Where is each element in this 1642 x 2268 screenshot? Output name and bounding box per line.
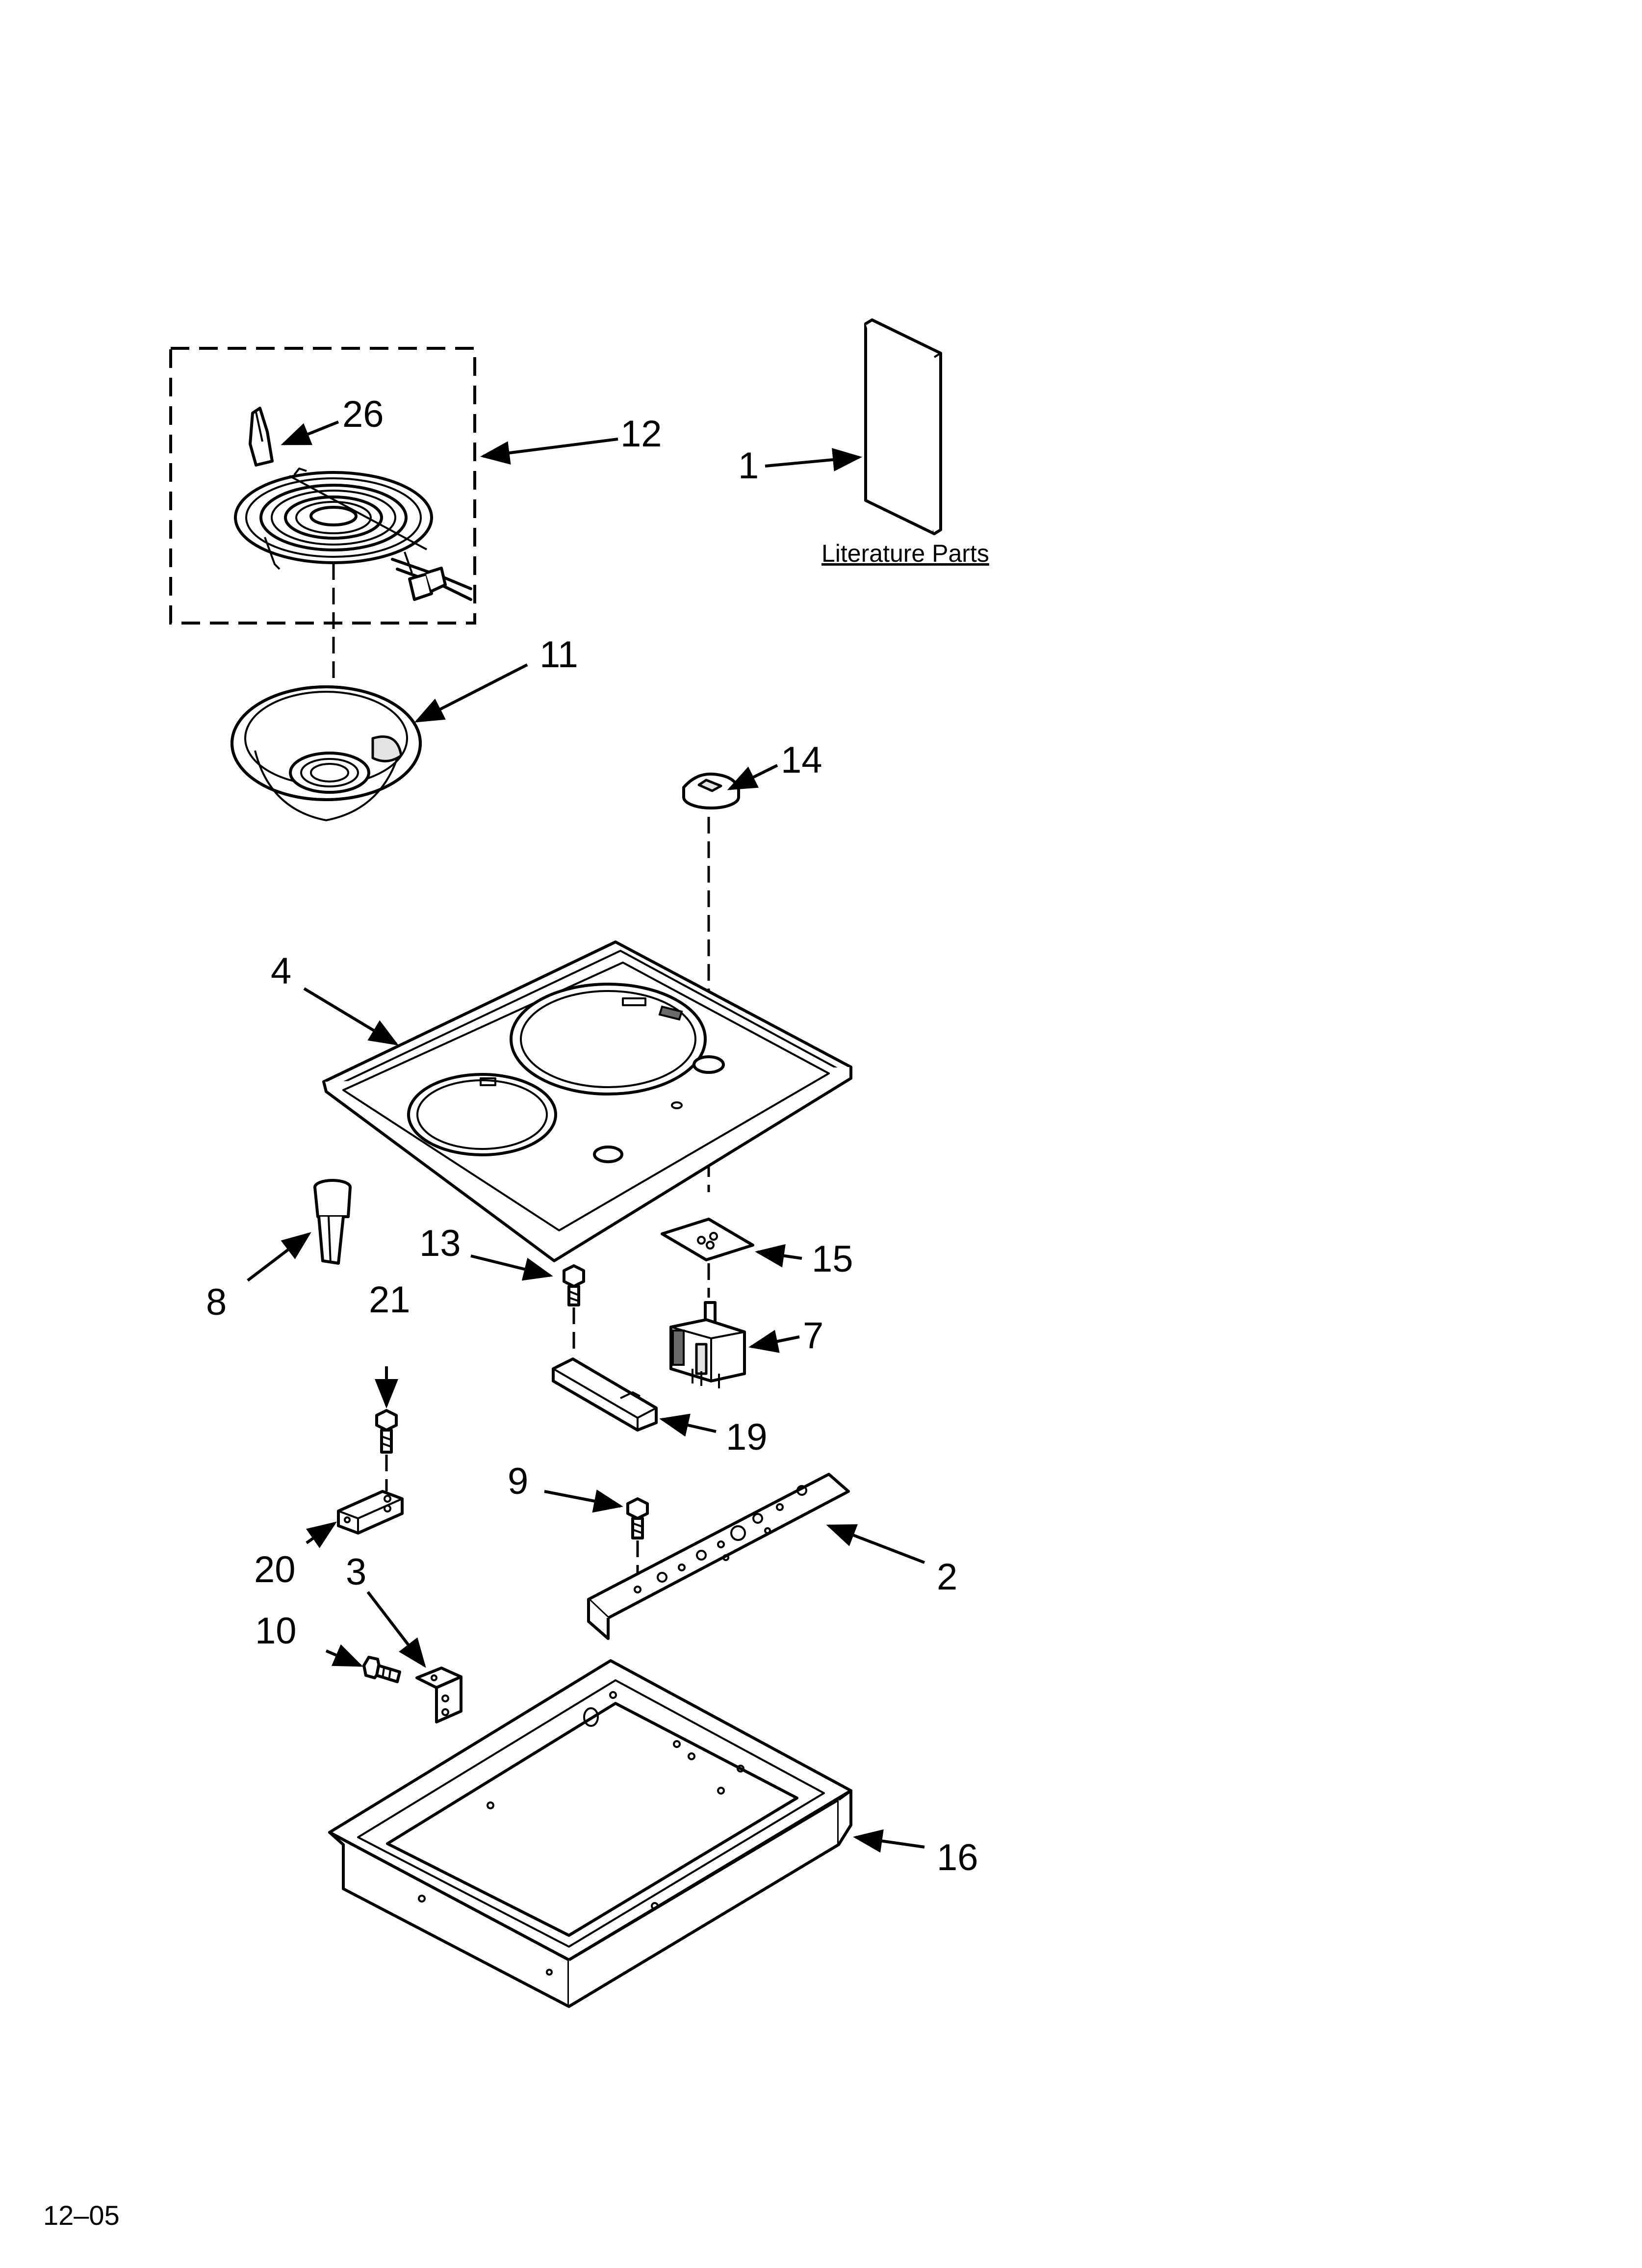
arrow-26 — [281, 420, 339, 445]
callout-16: 16 — [937, 1837, 978, 1878]
callout-9: 9 — [508, 1460, 528, 1502]
callout-15: 15 — [812, 1238, 853, 1280]
arrow-12 — [480, 438, 618, 465]
part-4-cooktop — [322, 940, 852, 1262]
arrow-9 — [544, 1489, 623, 1513]
part-3-corner-bracket — [415, 1667, 462, 1723]
part-20-bracket — [337, 1490, 404, 1535]
arrow-10 — [325, 1644, 363, 1667]
arrow-15 — [755, 1244, 802, 1268]
callout-21: 21 — [369, 1279, 410, 1321]
arrow-14 — [727, 764, 778, 790]
callout-4: 4 — [271, 950, 291, 992]
arrow-19 — [659, 1413, 717, 1437]
leader-arrows — [247, 420, 925, 1853]
callout-2: 2 — [937, 1556, 957, 1598]
callout-12: 12 — [620, 413, 662, 455]
callout-10: 10 — [255, 1610, 297, 1652]
part-12-element-kit — [169, 347, 476, 795]
revision-date-code: 12–05 — [43, 2200, 120, 2231]
part-15-insulator — [661, 1218, 754, 1261]
callout-13: 13 — [419, 1223, 461, 1264]
arrow-3 — [366, 1591, 426, 1668]
arrow-11 — [414, 663, 528, 723]
part-2-control-bracket — [587, 1473, 850, 1640]
callout-7: 7 — [803, 1315, 823, 1356]
arrow-8 — [247, 1232, 311, 1282]
part-13-screw — [563, 1264, 585, 1306]
arrow-2 — [826, 1524, 925, 1564]
callout-3: 3 — [346, 1551, 366, 1593]
part-26-clip — [249, 407, 274, 467]
arrow-16 — [853, 1829, 925, 1853]
part-21-screw — [375, 1409, 398, 1454]
part-7-infinite-switch — [669, 1301, 746, 1388]
kit-dashed-box — [169, 347, 476, 625]
part-1-literature-booklet — [864, 318, 942, 535]
callout-14: 14 — [781, 739, 822, 781]
arrow-20 — [306, 1521, 337, 1548]
part-10-screw — [362, 1656, 401, 1683]
part-16-burner-box — [328, 1659, 852, 2008]
arrow-1 — [765, 448, 862, 471]
callout-19: 19 — [726, 1416, 768, 1458]
part-19-bracket — [552, 1357, 658, 1432]
callout-labels: 1 12 26 11 14 4 8 13 15 7 19 21 20 9 2 3… — [206, 393, 978, 1878]
coil-heating-element — [234, 468, 472, 601]
callout-26: 26 — [342, 393, 384, 435]
part-11-drip-bowl — [231, 685, 422, 821]
arrow-13 — [470, 1254, 553, 1281]
callout-11: 11 — [539, 634, 578, 676]
part-8-indicator-light — [313, 1179, 352, 1265]
callout-8: 8 — [206, 1281, 227, 1323]
callout-20: 20 — [254, 1549, 296, 1590]
arrow-4 — [303, 987, 399, 1046]
literature-parts-label: Literature Parts — [821, 540, 989, 567]
callout-1: 1 — [738, 445, 759, 487]
part-14-control-knob — [682, 772, 740, 809]
arrow-7 — [748, 1330, 800, 1353]
part-9-screw — [626, 1497, 649, 1539]
